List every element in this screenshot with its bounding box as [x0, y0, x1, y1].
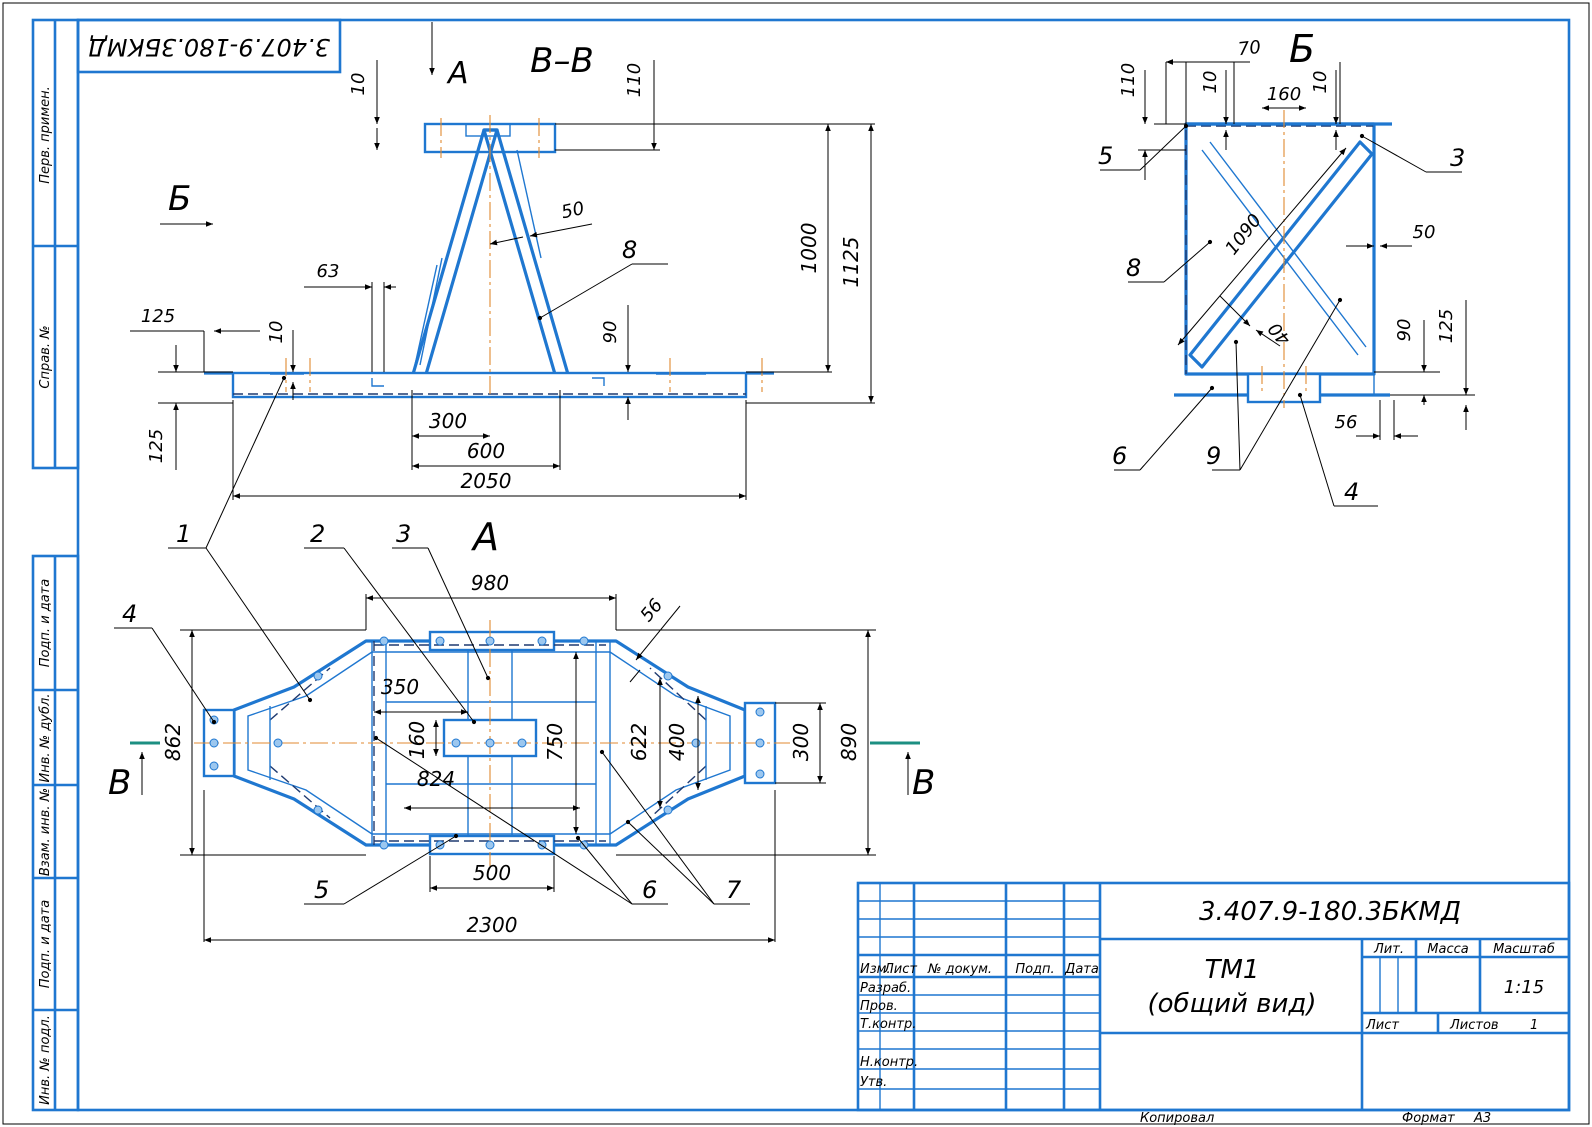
top-code-text: 3.407.9-180.3БКМД	[88, 33, 330, 61]
dim-bb-300: 300	[429, 409, 467, 433]
dim-b-40: 40	[1264, 318, 1295, 349]
dim-bb-2050: 2050	[461, 469, 512, 493]
dim-a-980: 980	[471, 571, 509, 595]
part-4: 4	[122, 600, 137, 628]
tb-designation: 3.407.9-180.3БКМД	[1199, 897, 1461, 927]
dim-a-750: 750	[543, 723, 567, 761]
dim-bb-110: 110	[624, 63, 645, 97]
tb-name-line2: (общий вид)	[1148, 989, 1317, 1019]
part-7: 7	[726, 876, 742, 904]
dim-b-125: 125	[1436, 309, 1457, 343]
part-8-view-b: 8	[1126, 254, 1141, 282]
arrow-b-label: Б	[168, 179, 191, 219]
dim-bb-90: 90	[600, 321, 621, 344]
top-code-box: 3.407.9-180.3БКМД	[76, 18, 342, 74]
tb-format: Формат	[1402, 1111, 1455, 1126]
dim-bb-10-top: 10	[348, 73, 369, 96]
dim-a-350: 350	[381, 675, 419, 699]
section-bb-view: 10 110 1000 1125 50 63 125 10 90 125 300…	[130, 22, 875, 500]
dim-a-824: 824	[417, 767, 455, 791]
dim-a-300: 300	[789, 723, 813, 761]
tb-format-value: A3	[1473, 1111, 1491, 1126]
dim-b-50: 50	[1413, 222, 1436, 243]
part-6: 6	[642, 876, 657, 904]
tb-sheets-count: 1	[1530, 1018, 1538, 1033]
dim-b-70: 70	[1237, 37, 1262, 60]
part-5: 5	[314, 876, 329, 904]
view-a-title: А	[470, 515, 499, 559]
side-label-inv-dubl: Инв. № дубл.	[38, 694, 53, 783]
dim-bb-10-base: 10	[266, 321, 287, 344]
side-label-podp-data-1: Подп. и дата	[38, 579, 53, 668]
dim-b-10-left: 10	[1200, 71, 1221, 94]
part-2: 2	[310, 520, 325, 548]
tb-col-list: Лист	[883, 962, 917, 977]
tb-col-doc: № докум.	[927, 962, 992, 977]
dim-bb-1125: 1125	[839, 237, 863, 288]
cut-b-label-left: В	[108, 763, 131, 803]
dim-a-500: 500	[473, 861, 511, 885]
dim-a-622: 622	[627, 723, 651, 761]
tb-row-razrab: Разраб.	[860, 981, 911, 996]
tb-col-date: Дата	[1064, 962, 1099, 977]
tb-col-izm: Изм.	[860, 962, 891, 977]
dim-a-2300: 2300	[467, 913, 518, 937]
side-label-vzam-inv: Взам. инв. №	[38, 788, 53, 876]
dim-bb-125-top: 125	[141, 306, 175, 327]
dim-b-90: 90	[1394, 319, 1415, 342]
side-label-sprav: Справ. №	[38, 325, 53, 388]
tb-row-utv: Утв.	[860, 1075, 887, 1090]
tb-massa: Масса	[1427, 942, 1468, 957]
tb-row-nkontr: Н.контр.	[860, 1055, 918, 1070]
dim-b-56: 56	[1335, 412, 1358, 433]
left-margin-strip: Перв. примен. Справ. № Подп. и дата Инв.…	[31, 18, 80, 1112]
dim-bb-1000: 1000	[797, 223, 821, 274]
part-5-view-b: 5	[1098, 142, 1113, 170]
dim-a-400: 400	[665, 723, 689, 761]
arrow-a-label: А	[446, 56, 469, 91]
part-6-view-b: 6	[1112, 442, 1127, 470]
view-a-plan: В В А 980 56 862 350 160 824 750 622 400…	[108, 375, 935, 943]
tb-scale: 1:15	[1504, 977, 1544, 998]
tb-name-line1: ТМ1	[1205, 955, 1260, 985]
side-label-podp-data-2: Подп. и дата	[38, 900, 53, 989]
part-4-view-b: 4	[1344, 478, 1359, 506]
dim-b-10-right: 10	[1310, 71, 1331, 94]
dim-b-1090: 1090	[1221, 210, 1266, 259]
part-8-section: 8	[622, 236, 637, 264]
part-9-view-b: 9	[1206, 442, 1221, 470]
title-block: Изм. Лист № докум. Подп. Дата Разраб. Пр…	[856, 881, 1571, 1126]
dim-b-160: 160	[1267, 84, 1301, 105]
dim-b-110: 110	[1118, 63, 1139, 97]
drawing-frame	[76, 18, 1571, 1112]
dim-a-160: 160	[405, 721, 429, 759]
dim-bb-600: 600	[467, 439, 505, 463]
tb-lit: Лит.	[1373, 942, 1404, 957]
part-1: 1	[176, 520, 191, 548]
dim-a-56: 56	[636, 595, 667, 626]
dim-a-862: 862	[161, 723, 185, 761]
dim-bb-63: 63	[317, 261, 340, 282]
view-b: 70 110 10 160 10 1090 50 90 125 40 56 Б …	[1098, 27, 1475, 507]
tb-col-sign: Подп.	[1015, 962, 1054, 977]
dim-a-890: 890	[837, 723, 861, 761]
tb-masshtab: Масштаб	[1493, 942, 1555, 957]
view-b-title: Б	[1289, 27, 1315, 71]
side-label-inv-podl: Инв. № подл.	[38, 1015, 53, 1105]
tb-sheets: Листов	[1449, 1018, 1499, 1033]
tb-row-tkontr: Т.контр.	[860, 1017, 916, 1032]
dim-bb-50: 50	[559, 198, 586, 223]
tb-sheet: Лист	[1365, 1018, 1399, 1033]
cut-b-label-right: В	[912, 763, 935, 803]
tb-row-prov: Пров.	[860, 999, 898, 1014]
tb-copied: Копировал	[1140, 1111, 1214, 1126]
side-label-perv-primen: Перв. примен.	[38, 86, 53, 184]
part-3-view-b: 3	[1450, 144, 1465, 172]
dim-bb-125-side: 125	[146, 429, 167, 463]
part-3: 3	[396, 520, 411, 548]
section-bb-title: В–В	[530, 41, 594, 81]
